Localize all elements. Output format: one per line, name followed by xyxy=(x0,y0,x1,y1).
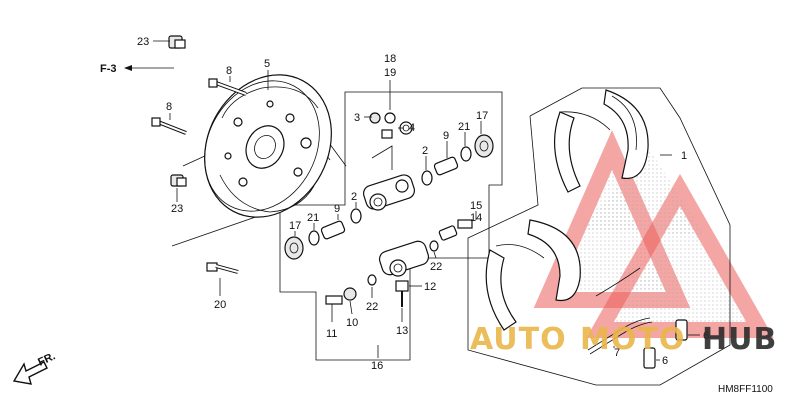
piston-9-upper xyxy=(433,156,459,176)
watermark-text: AUTO MOTO HUB xyxy=(470,322,777,357)
callout-1: 1 xyxy=(681,150,687,162)
callout-17-lower: 17 xyxy=(289,220,301,232)
callout-18: 18 xyxy=(384,53,396,65)
piston-9-lower xyxy=(320,220,346,240)
clip-6-lower xyxy=(643,347,656,369)
callout-14: 14 xyxy=(470,212,482,224)
callout-9-lower: 9 xyxy=(334,203,340,215)
callout-13: 13 xyxy=(396,325,408,337)
watermark-text-moto: MOTO xyxy=(580,322,685,357)
callout-8-upper: 8 xyxy=(226,65,232,77)
wheel-cylinder-upper xyxy=(362,145,416,211)
callout-labels: 1 2 2 3 4 5 6 6 7 8 8 9 9 10 11 12 13 14… xyxy=(137,36,709,372)
callout-10: 10 xyxy=(346,317,358,329)
watermark-text-hub: HUB xyxy=(702,322,777,357)
callout-11: 11 xyxy=(326,328,337,340)
cup-2-lower xyxy=(350,208,362,224)
callout-22-lower: 22 xyxy=(366,301,378,313)
callout-9-upper: 9 xyxy=(443,130,449,142)
callout-23-upper: 23 xyxy=(137,36,149,48)
washer-22-upper xyxy=(429,240,439,252)
bleeder-23-upper xyxy=(168,35,186,49)
callout-8-lower: 8 xyxy=(166,101,172,113)
watermark-text-auto: AUTO xyxy=(470,322,567,357)
callout-21-lower: 21 xyxy=(307,212,319,224)
callout-4: 4 xyxy=(409,122,415,134)
callout-6-upper: 6 xyxy=(703,330,709,342)
callout-16: 16 xyxy=(371,360,383,372)
brake-shoe-upper-front xyxy=(553,111,611,193)
adjuster-17-upper xyxy=(474,134,494,158)
callout-22-upper: 22 xyxy=(430,261,442,273)
clip-6-upper xyxy=(675,319,688,341)
brake-shoe-lower-rear xyxy=(527,219,581,302)
bleeder-23-lower xyxy=(170,174,187,187)
callout-17-upper: 17 xyxy=(476,110,488,122)
spring-7 xyxy=(587,317,653,355)
brake-shoe-upper-rear xyxy=(603,89,649,180)
bolt-20 xyxy=(206,262,239,274)
callout-5: 5 xyxy=(264,58,270,70)
bleeder-14-15 xyxy=(438,219,473,241)
callout-2-upper: 2 xyxy=(422,145,428,157)
backing-plate xyxy=(204,74,332,218)
bolt-8-upper xyxy=(208,78,247,96)
callout-12: 12 xyxy=(424,281,436,293)
callout-23-lower: 23 xyxy=(171,203,183,215)
wheel-cylinder-lower xyxy=(378,240,430,277)
brake-shoe-lower-front xyxy=(485,244,545,331)
callout-2-lower: 2 xyxy=(351,191,357,203)
diagram-code: HM8FF1100 xyxy=(718,384,773,395)
front-direction-indicator: FR. xyxy=(12,350,57,385)
callout-19: 19 xyxy=(384,67,396,79)
spring-upper xyxy=(595,267,641,297)
section-reference-label: F-3 xyxy=(100,63,117,75)
spring-21-upper xyxy=(460,146,472,162)
leader-lines xyxy=(124,40,700,361)
bleeder-12-13 xyxy=(395,280,409,307)
callout-21-upper: 21 xyxy=(458,121,470,133)
washer-22-lower xyxy=(367,274,377,286)
bleeder-3-4 xyxy=(369,112,413,139)
watermark-logo xyxy=(533,130,774,338)
callout-7: 7 xyxy=(614,347,620,359)
adjuster-17-lower xyxy=(284,236,304,260)
callout-6-lower: 6 xyxy=(662,355,668,367)
callout-3: 3 xyxy=(354,112,360,124)
spring-21-lower xyxy=(308,230,320,246)
cup-2-upper xyxy=(421,170,433,186)
callout-20: 20 xyxy=(214,299,226,311)
callout-15: 15 xyxy=(470,200,482,212)
bolt-8-lower xyxy=(151,117,187,135)
front-label: FR. xyxy=(36,350,57,368)
fitting-11-10 xyxy=(325,287,357,305)
